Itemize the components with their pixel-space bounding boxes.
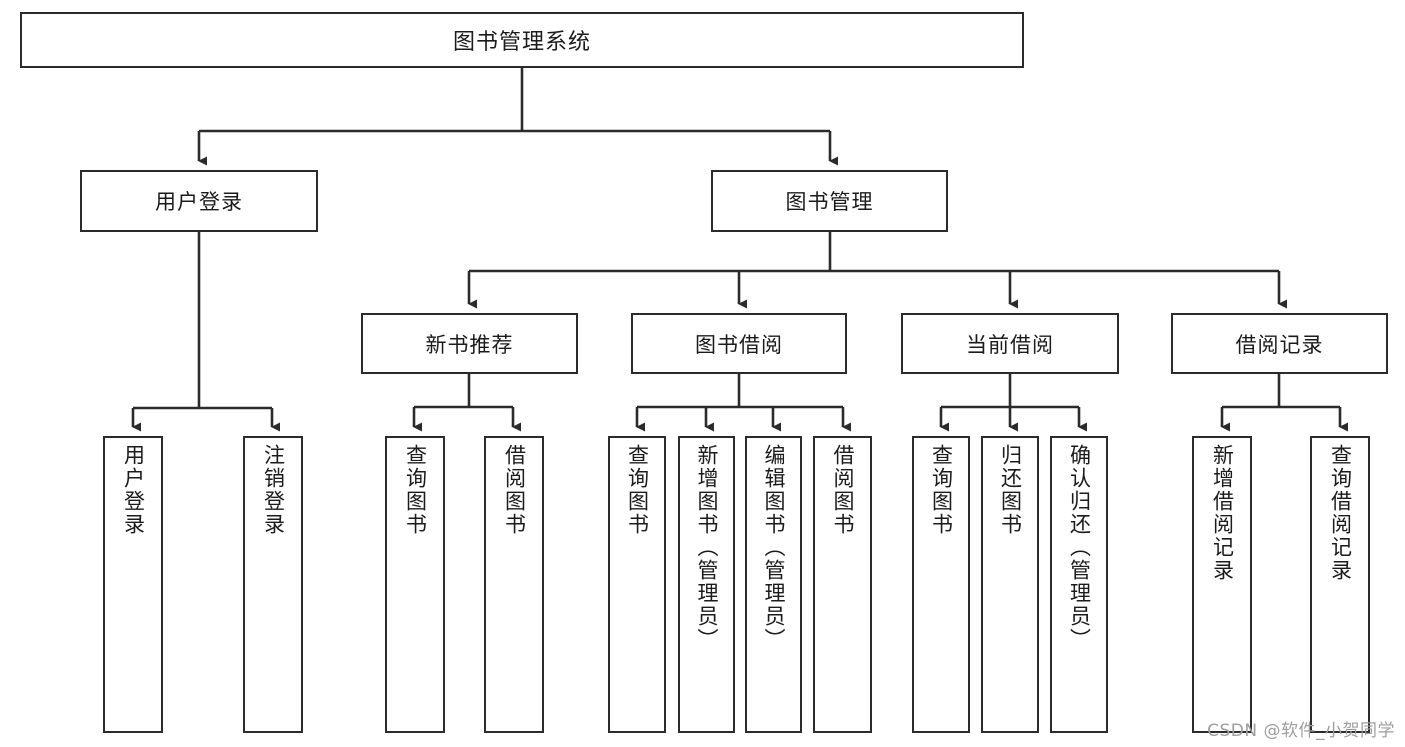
node-label: 图书管理系统: [452, 30, 591, 55]
csdn-watermark: CSDN @软件_小贺同学: [1207, 721, 1395, 741]
node-label: 注销登录: [261, 444, 286, 536]
leaf-record-add-borrow-record[interactable]: 新增借阅记录: [1192, 436, 1252, 733]
node-label: 归还图书: [998, 444, 1023, 536]
leaf-borrow-borrow-book[interactable]: 借阅图书: [813, 436, 872, 733]
leaf-borrow-query-book[interactable]: 查询图书: [608, 436, 666, 733]
node-book-borrow[interactable]: 图书借阅: [631, 313, 847, 374]
node-root-system[interactable]: 图书管理系统: [20, 12, 1024, 68]
node-current-borrow[interactable]: 当前借阅: [901, 313, 1119, 374]
leaf-borrow-add-book-admin[interactable]: 新增图书（管理员）: [678, 436, 735, 733]
node-label: 新增借阅记录: [1210, 444, 1235, 582]
node-book-management[interactable]: 图书管理: [711, 170, 948, 232]
node-label: 查询借阅记录: [1328, 444, 1353, 582]
node-label: 借阅记录: [1235, 332, 1324, 357]
node-borrow-record[interactable]: 借阅记录: [1171, 313, 1388, 374]
node-label: 图书借阅: [695, 332, 783, 357]
leaf-borrow-edit-book-admin[interactable]: 编辑图书（管理员）: [745, 436, 802, 733]
node-label: 新书推荐: [425, 332, 514, 357]
leaf-current-query-book[interactable]: 查询图书: [912, 436, 970, 733]
node-label: 查询图书: [625, 444, 650, 536]
leaf-record-query-borrow-record[interactable]: 查询借阅记录: [1310, 436, 1370, 733]
node-label: 查询图书: [929, 444, 954, 536]
node-label: 用户登录: [121, 444, 146, 536]
node-label: 新增图书（管理员）: [694, 444, 719, 651]
leaf-recommend-query-book[interactable]: 查询图书: [385, 436, 445, 733]
node-label: 当前借阅: [966, 332, 1054, 357]
node-label: 编辑图书（管理员）: [761, 444, 786, 651]
leaf-current-return-book[interactable]: 归还图书: [981, 436, 1039, 733]
node-label: 查询图书: [403, 444, 428, 536]
node-label: 图书管理: [785, 190, 874, 214]
node-label: 确认归还（管理员）: [1067, 444, 1092, 651]
node-label: 借阅图书: [502, 444, 527, 536]
node-label: 借阅图书: [830, 444, 855, 536]
node-new-book-recommend[interactable]: 新书推荐: [361, 313, 578, 374]
leaf-user-login[interactable]: 用户登录: [103, 436, 163, 733]
node-label: 用户登录: [155, 190, 243, 214]
leaf-logout[interactable]: 注销登录: [243, 436, 303, 733]
leaf-current-confirm-return-admin[interactable]: 确认归还（管理员）: [1050, 436, 1108, 733]
node-user-login[interactable]: 用户登录: [80, 170, 318, 232]
leaf-recommend-borrow-book[interactable]: 借阅图书: [484, 436, 544, 733]
